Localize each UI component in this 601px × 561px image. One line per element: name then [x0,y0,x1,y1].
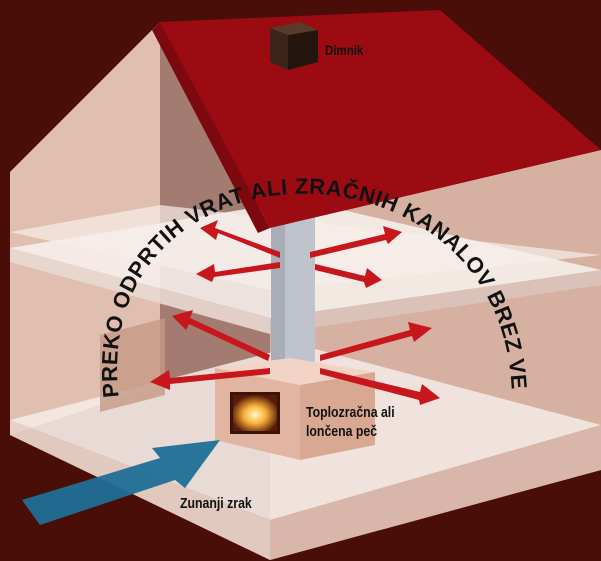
stove-label-line2: lončena peč [306,422,395,441]
chimney-icon [270,22,318,70]
fire-icon [233,395,277,431]
outside-air-label: Zunanji zrak [180,495,252,512]
stove-label: Toplozračna ali lončena peč [306,403,395,441]
stove-label-line1: Toplozračna ali [306,403,395,422]
chimney-label: Dimnik [325,42,363,58]
